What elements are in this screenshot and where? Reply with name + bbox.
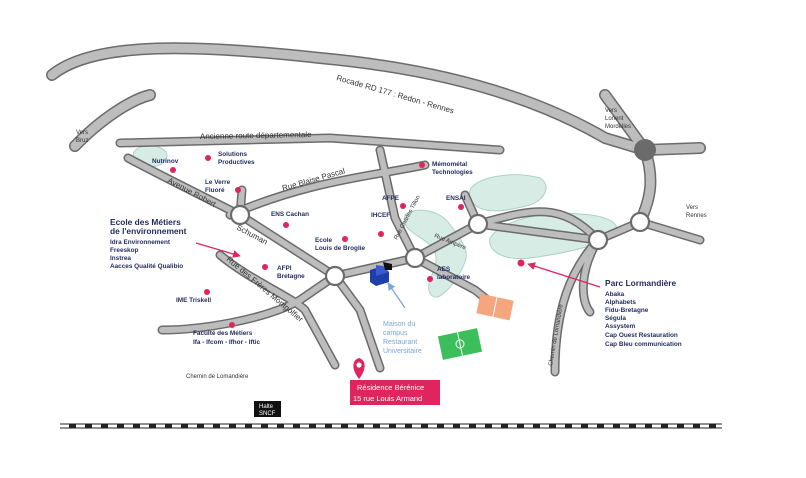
arrow-ecole-environnement bbox=[195, 242, 241, 258]
poi-ens-cachan[interactable]: ENS Cachan bbox=[271, 211, 309, 228]
svg-text:Productives: Productives bbox=[218, 159, 255, 166]
parc-lormandiere-group[interactable]: Parc Lormandière Abaka Alphabets Fidu-Br… bbox=[605, 278, 682, 348]
svg-text:Freeskop: Freeskop bbox=[110, 247, 139, 254]
svg-text:IME Triskell: IME Triskell bbox=[176, 297, 211, 304]
svg-text:ENS Cachan: ENS Cachan bbox=[271, 211, 309, 218]
roundabout-east bbox=[467, 213, 489, 235]
svg-text:Maison du: Maison du bbox=[383, 321, 415, 328]
arrow-restaurant bbox=[387, 282, 406, 309]
label-chemin-lomandiere-bottom: Chemin de Lomandière bbox=[186, 374, 249, 380]
poi-ime-triskell[interactable]: IME Triskell bbox=[176, 289, 211, 304]
poi-afpe[interactable]: AFPE bbox=[382, 195, 406, 209]
svg-text:Louis de Broglie: Louis de Broglie bbox=[315, 245, 366, 252]
direction-lorient: Vers Lorient Mordelles bbox=[605, 108, 631, 130]
poi-parc-lormandiere-dot[interactable] bbox=[517, 259, 525, 267]
svg-text:Idra Environnement: Idra Environnement bbox=[110, 239, 171, 246]
roundabout-lormandiere bbox=[587, 229, 609, 251]
svg-text:Cap Bleu communication: Cap Bleu communication bbox=[605, 341, 682, 348]
residence-name: Résidence Bérénice bbox=[357, 383, 424, 392]
poi-le-verre-fluore[interactable]: Le Verre Fluoré bbox=[205, 179, 241, 194]
svg-text:Vers: Vers bbox=[605, 108, 617, 114]
direction-rennes: Vers Rennes bbox=[686, 205, 707, 219]
svg-text:de l'environnement: de l'environnement bbox=[110, 226, 187, 236]
roundabout-main-interchange bbox=[634, 139, 656, 161]
svg-text:Assystem: Assystem bbox=[605, 323, 636, 330]
ecole-environnement-group[interactable]: Ecole des Métiers de l'environnement Idr… bbox=[110, 217, 187, 270]
restaurant-icon bbox=[370, 262, 392, 286]
svg-text:AFPI: AFPI bbox=[277, 265, 292, 272]
svg-text:Parc Lormandière: Parc Lormandière bbox=[605, 278, 677, 288]
halte-sncf[interactable]: Halte SNCF bbox=[254, 401, 281, 417]
roundabout-ensai bbox=[404, 247, 426, 269]
svg-text:Ifa - Ifcom - Ifhor - Iftic: Ifa - Ifcom - Ifhor - Iftic bbox=[193, 339, 261, 346]
svg-text:Instrea: Instrea bbox=[110, 255, 131, 262]
svg-text:IHCEF: IHCEF bbox=[371, 212, 390, 219]
road-network bbox=[46, 42, 706, 377]
svg-text:laboratoire: laboratoire bbox=[437, 274, 470, 281]
svg-text:Abaka: Abaka bbox=[605, 291, 625, 298]
svg-text:campus: campus bbox=[383, 330, 408, 337]
poi-nutrinov[interactable]: Nutrinov bbox=[152, 158, 179, 173]
svg-text:Bretagne: Bretagne bbox=[277, 273, 305, 280]
poi-afpi[interactable]: AFPI Bretagne bbox=[262, 264, 305, 280]
svg-text:SNCF: SNCF bbox=[259, 411, 276, 417]
svg-text:AES: AES bbox=[437, 266, 451, 273]
svg-text:Solutions: Solutions bbox=[218, 151, 248, 158]
roundabout-far-east bbox=[629, 211, 651, 233]
svg-text:Halte: Halte bbox=[259, 404, 274, 410]
residence-label-box bbox=[350, 380, 440, 405]
svg-text:Universitaire: Universitaire bbox=[383, 348, 422, 355]
roundabout-center bbox=[324, 265, 346, 287]
svg-text:AFPE: AFPE bbox=[382, 195, 400, 202]
svg-text:Faculté des Métiers: Faculté des Métiers bbox=[193, 330, 253, 337]
arrow-parc-lormandiere bbox=[527, 262, 601, 288]
svg-text:ENSAI: ENSAI bbox=[446, 195, 466, 202]
svg-text:Cap Ouest Restauration: Cap Ouest Restauration bbox=[605, 332, 678, 339]
svg-text:Technologies: Technologies bbox=[432, 169, 473, 176]
svg-text:Bruz: Bruz bbox=[76, 138, 88, 144]
poi-solutions-productives[interactable]: Solutions Productives bbox=[205, 151, 255, 166]
svg-text:Fidu-Bretagne: Fidu-Bretagne bbox=[605, 307, 649, 314]
svg-text:Vers: Vers bbox=[76, 130, 88, 136]
roundabouts bbox=[229, 139, 656, 287]
poi-aes[interactable]: AES laboratoire bbox=[427, 266, 470, 282]
residence-marker[interactable]: Résidence Bérénice 15 rue Louis Armand bbox=[350, 358, 440, 405]
direction-bruz: Vers Bruz bbox=[76, 130, 88, 144]
svg-text:Aacces Qualité Qualibio: Aacces Qualité Qualibio bbox=[110, 263, 183, 270]
poi-ihcef[interactable]: IHCEF bbox=[371, 212, 390, 237]
svg-text:Alphabets: Alphabets bbox=[605, 299, 636, 306]
svg-text:Le Verre: Le Verre bbox=[205, 179, 231, 186]
location-pin-icon bbox=[353, 358, 365, 379]
svg-text:Lorient: Lorient bbox=[605, 116, 624, 122]
poi-ecole-broglie[interactable]: Ecole Louis de Broglie bbox=[315, 236, 366, 252]
svg-text:Ecole des Métiers: Ecole des Métiers bbox=[110, 217, 181, 227]
roundabout-left bbox=[229, 204, 251, 226]
svg-text:Rennes: Rennes bbox=[686, 213, 707, 219]
svg-text:Ségula: Ségula bbox=[605, 315, 626, 322]
svg-text:Mémométal: Mémométal bbox=[432, 161, 467, 168]
poi-ensai[interactable]: ENSAI bbox=[446, 195, 466, 210]
poi-memometal[interactable]: Mémométal Technologies bbox=[419, 161, 473, 176]
svg-text:Vers: Vers bbox=[686, 205, 698, 211]
residence-address: 15 rue Louis Armand bbox=[353, 394, 422, 403]
svg-text:Fluoré: Fluoré bbox=[205, 187, 225, 194]
svg-text:Nutrinov: Nutrinov bbox=[152, 158, 179, 165]
svg-text:Ecole: Ecole bbox=[315, 237, 332, 244]
restaurant-label[interactable]: Maison du campus Restaurant Universitair… bbox=[383, 321, 422, 355]
sport-fields bbox=[437, 293, 514, 360]
svg-text:Mordelles: Mordelles bbox=[605, 124, 631, 130]
svg-text:Restaurant: Restaurant bbox=[383, 339, 417, 346]
green-area-ensai bbox=[469, 174, 547, 212]
label-ancienne-route: Ancienne route départementale bbox=[200, 130, 312, 141]
poi-faculte-metiers[interactable]: Faculté des Métiers Ifa - Ifcom - Ifhor … bbox=[193, 322, 261, 346]
